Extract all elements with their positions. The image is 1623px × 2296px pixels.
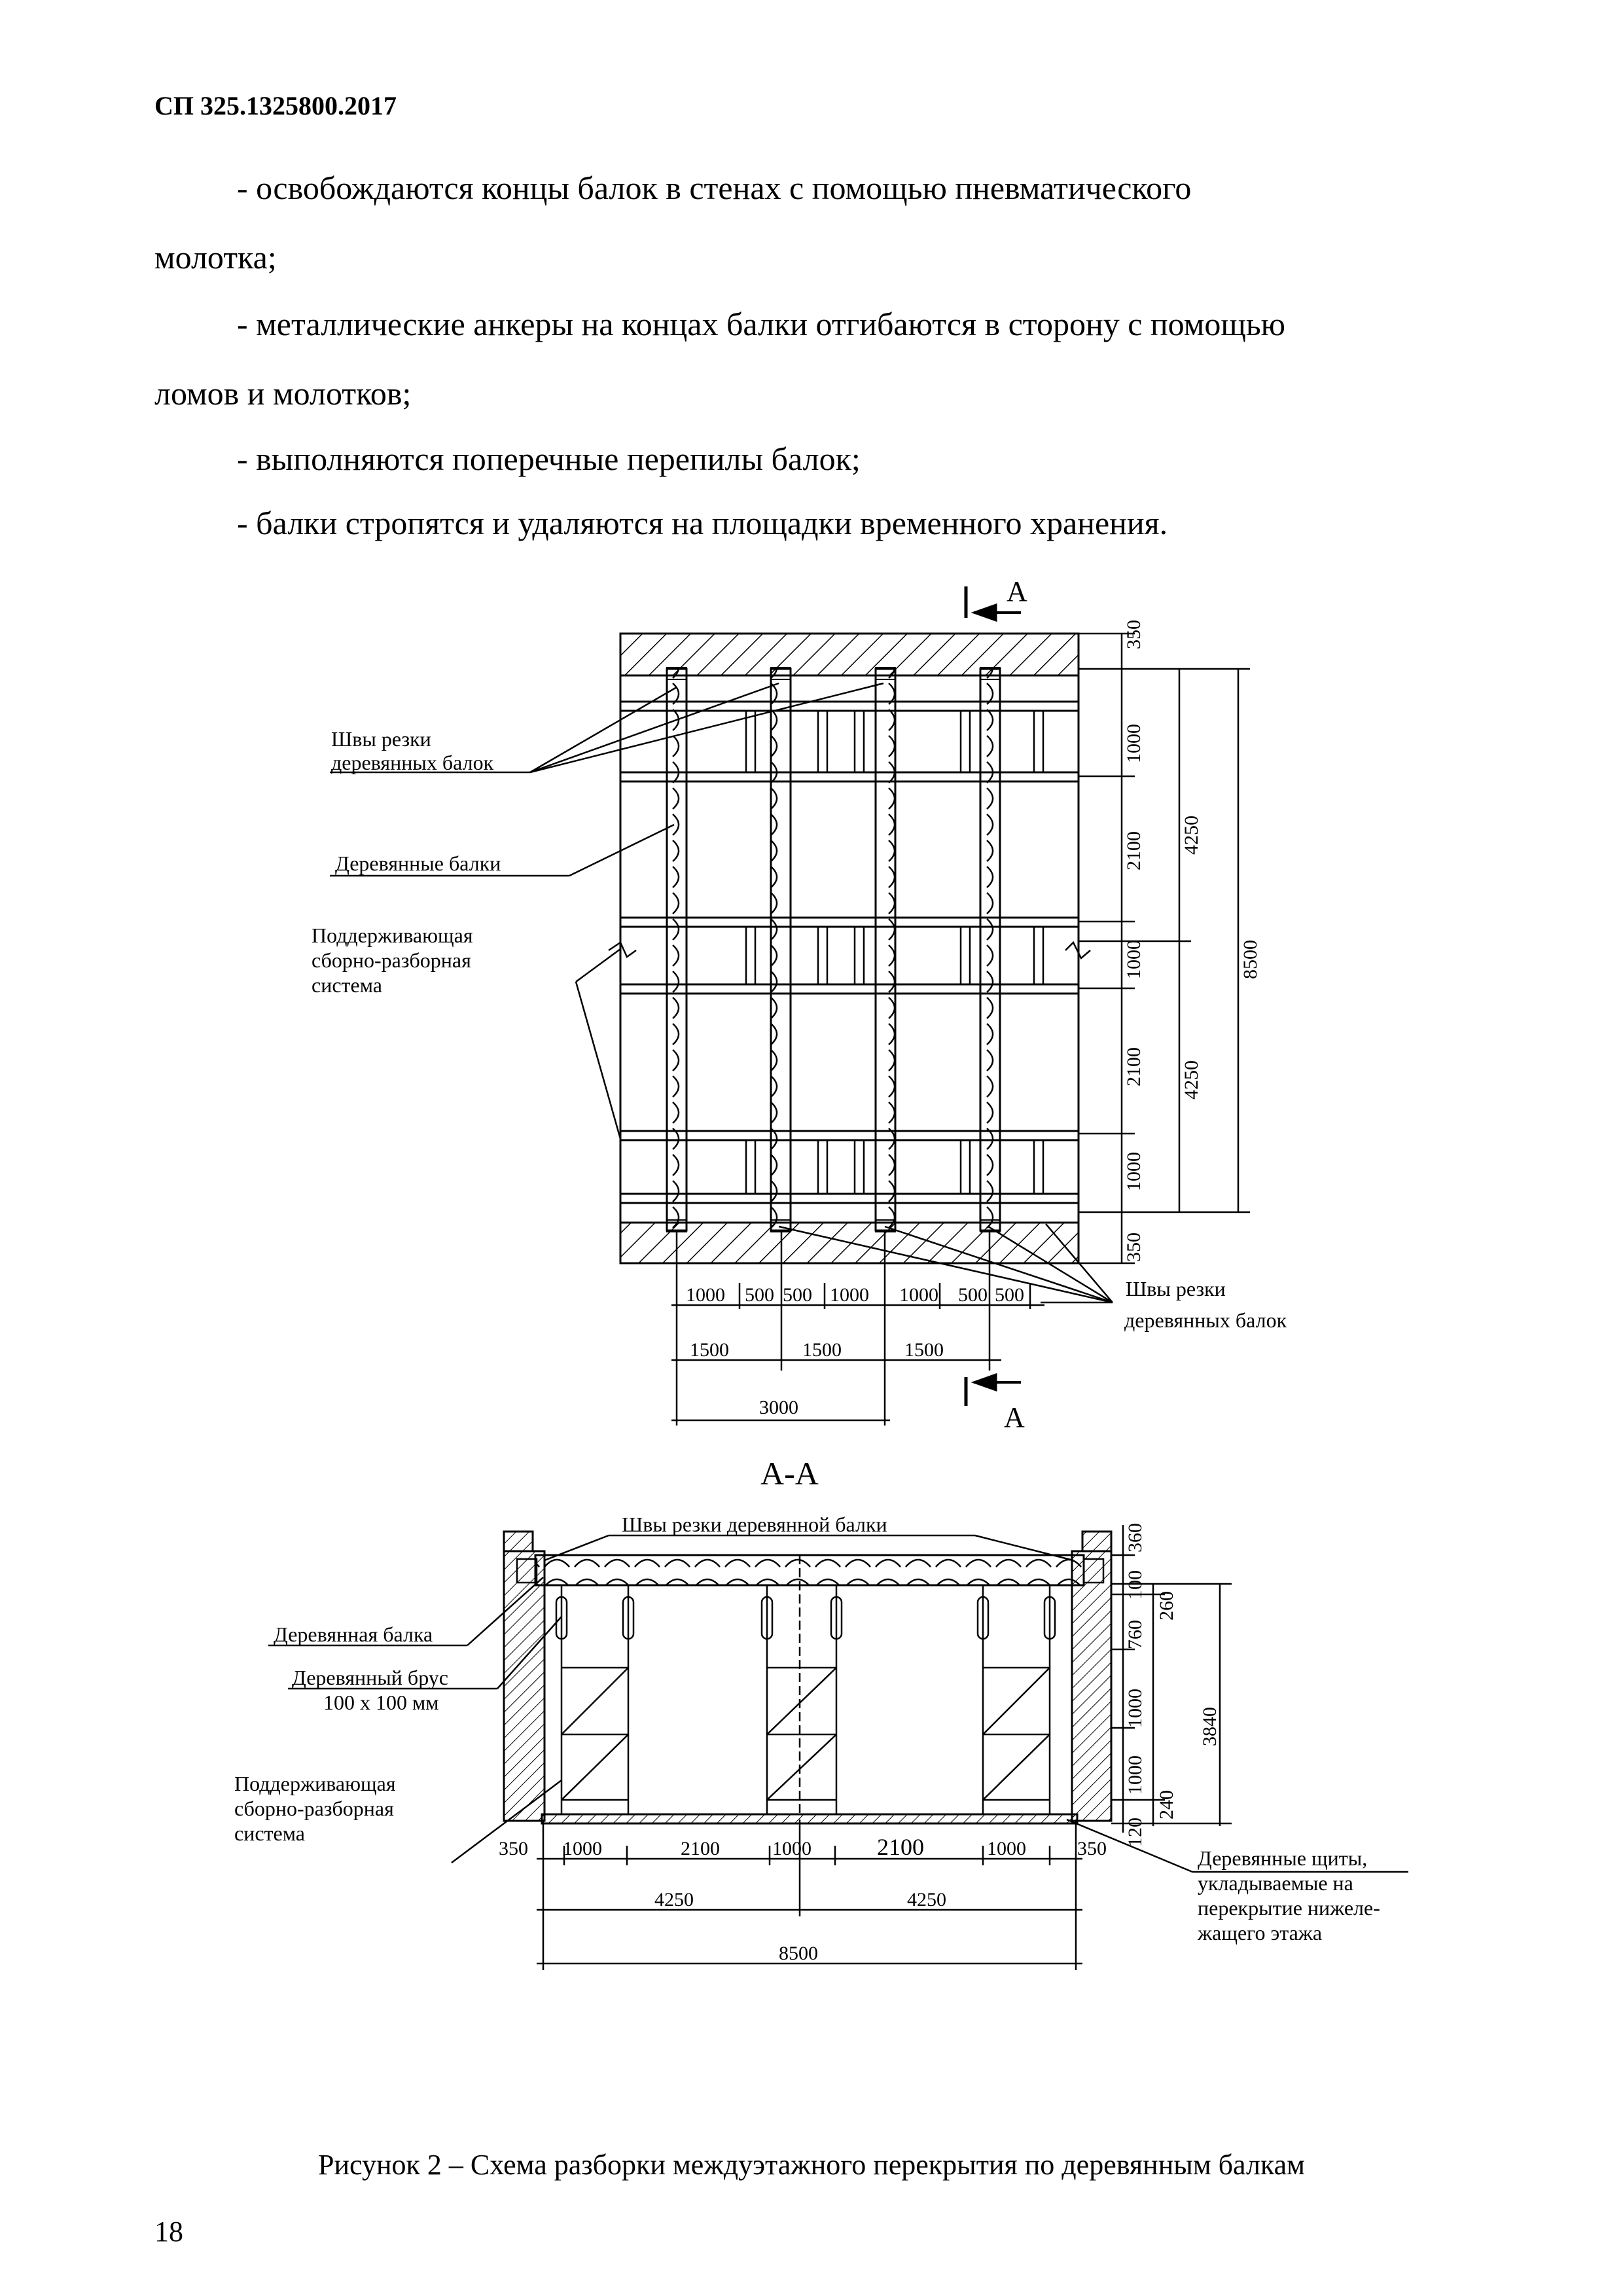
plan-top-wall xyxy=(619,632,1080,677)
dim-section-1000-a: 1000 xyxy=(1124,1689,1146,1728)
dim-section-360: 360 xyxy=(1124,1523,1146,1552)
dim-section-760: 760 xyxy=(1124,1620,1146,1649)
dim-plan-350-bottom: 350 xyxy=(1123,1232,1145,1262)
document-code: СП 325.1325800.2017 xyxy=(154,91,397,120)
dim-section-bottom-4250-right: 4250 xyxy=(907,1889,946,1910)
dim-plan-bottom-500-c: 500 xyxy=(958,1284,988,1306)
plan-view xyxy=(330,586,1250,1426)
dim-plan-350-top: 350 xyxy=(1123,620,1145,649)
label-cut-seams-bottom-2: деревянных балок xyxy=(1124,1308,1287,1332)
label-wooden-bar-1: Деревянный брус xyxy=(292,1666,448,1689)
support-rails xyxy=(620,700,1079,1204)
plan-right-dims xyxy=(1079,632,1250,1265)
label-support-system-2: сборно-разборная xyxy=(312,948,471,972)
section-wooden-beam xyxy=(534,1554,1085,1587)
dim-plan-bottom-500-a: 500 xyxy=(745,1284,774,1306)
section-leaders xyxy=(268,1534,1408,1873)
section-left-wall xyxy=(503,1550,546,1822)
plan-texts: А А Швы резки деревянных балок Деревянны… xyxy=(312,575,1287,1433)
dim-plan-bottom-1000-b: 1000 xyxy=(830,1284,869,1306)
dim-plan-1000-a: 1000 xyxy=(1123,724,1145,763)
section-texts: Швы резки деревянной балки Деревянная ба… xyxy=(234,1513,1380,1964)
label-support-system-3: система xyxy=(312,973,382,997)
dim-plan-4250-a: 4250 xyxy=(1181,816,1202,855)
label-section-support-2: сборно-разборная xyxy=(234,1797,394,1820)
label-wooden-beam: Деревянная балка xyxy=(274,1623,433,1646)
dim-section-bottom-350-right: 350 xyxy=(1077,1838,1107,1859)
dim-plan-2100-b: 2100 xyxy=(1123,1047,1145,1086)
paragraph-1-line-1: - освобождаются концы балок в стенах с п… xyxy=(237,171,1467,204)
dim-section-bottom-4250-left: 4250 xyxy=(654,1889,694,1910)
dim-plan-bottom-500-b: 500 xyxy=(783,1284,812,1306)
label-cut-seams-top-1: Швы резки xyxy=(331,727,431,751)
dim-plan-bottom-3000: 3000 xyxy=(759,1397,798,1418)
support-posts xyxy=(745,709,1044,1195)
section-bottom-dims xyxy=(537,1820,1082,1970)
dim-plan-bottom-1500-b: 1500 xyxy=(802,1339,842,1361)
dim-section-240: 240 xyxy=(1156,1790,1177,1820)
label-cut-seams-beam: Швы резки деревянной балки xyxy=(622,1513,887,1536)
dim-plan-8500: 8500 xyxy=(1240,940,1261,979)
dim-section-bottom-2100-left: 2100 xyxy=(681,1838,720,1859)
dim-plan-bottom-1000-a: 1000 xyxy=(686,1284,725,1306)
section-title: А-А xyxy=(760,1455,819,1492)
paragraph-2-line-1: - металлические анкеры на концах балки о… xyxy=(237,306,1286,342)
section-mark-bottom: А xyxy=(1004,1401,1025,1433)
paragraph-3: - выполняются поперечные перепилы балок; xyxy=(237,440,861,477)
section-floor-panels xyxy=(541,1813,1079,1825)
wooden-beams xyxy=(666,667,1001,1232)
label-wooden-bar-2: 100 х 100 мм xyxy=(323,1691,439,1714)
page-number: 18 xyxy=(154,2215,183,2248)
dim-plan-bottom-500-d: 500 xyxy=(995,1284,1024,1306)
paragraph-1-line-2: молотка; xyxy=(154,239,277,276)
section-right-dims xyxy=(1111,1525,1232,1833)
dim-section-100: 100 xyxy=(1124,1570,1146,1600)
dim-plan-bottom-1000-c: 1000 xyxy=(899,1284,938,1306)
label-wooden-beams: Деревянные балки xyxy=(335,852,501,875)
dim-plan-2100-a: 2100 xyxy=(1123,831,1145,870)
dim-section-1000-b: 1000 xyxy=(1124,1755,1146,1795)
paragraph-1-text: - освобождаются концы балок в стенах с п… xyxy=(237,170,1192,206)
section-right-wall xyxy=(1071,1550,1113,1822)
plan-leaders xyxy=(330,682,1113,1304)
plan-bottom-dims xyxy=(671,1230,1044,1426)
dim-section-260: 260 xyxy=(1156,1591,1177,1621)
figure-caption: Рисунок 2 – Схема разборки междуэтажного… xyxy=(317,2149,1306,2181)
dim-section-bottom-1000-mid: 1000 xyxy=(772,1838,812,1859)
label-floor-panels-4: жащего этажа xyxy=(1197,1921,1322,1945)
label-cut-seams-top-2: деревянных балок xyxy=(331,751,494,774)
label-floor-panels-3: перекрытие нижеле- xyxy=(1198,1896,1380,1920)
dim-section-3840: 3840 xyxy=(1199,1707,1221,1746)
dim-plan-1000-b: 1000 xyxy=(1123,940,1145,979)
label-floor-panels-1: Деревянные щиты, xyxy=(1198,1846,1367,1870)
label-support-system-1: Поддерживающая xyxy=(312,924,473,947)
section-view xyxy=(268,1525,1408,1970)
dim-section-bottom-350-left: 350 xyxy=(499,1838,528,1859)
paragraph-2-line-2: ломов и молотков; xyxy=(154,375,412,412)
section-support-racks xyxy=(555,1555,1056,1814)
dim-plan-4250-b: 4250 xyxy=(1181,1060,1202,1100)
dim-section-bottom-1000-right: 1000 xyxy=(987,1838,1026,1859)
label-floor-panels-2: укладываемые на xyxy=(1198,1871,1353,1895)
dim-section-120: 120 xyxy=(1124,1818,1146,1847)
dim-section-bottom-2100-right: 2100 xyxy=(877,1834,924,1860)
section-mark-top: А xyxy=(1007,575,1027,607)
dim-section-bottom-1000-left: 1000 xyxy=(563,1838,602,1859)
dim-plan-1000-c: 1000 xyxy=(1123,1152,1145,1191)
label-cut-seams-bottom-1: Швы резки xyxy=(1126,1277,1226,1300)
dim-section-bottom-8500: 8500 xyxy=(779,1943,818,1964)
paragraph-4: - балки стропятся и удаляются на площадк… xyxy=(237,505,1168,541)
label-section-support-3: система xyxy=(234,1821,305,1845)
label-section-support-1: Поддерживающая xyxy=(234,1772,396,1795)
dim-plan-bottom-1500-c: 1500 xyxy=(904,1339,944,1361)
dim-plan-bottom-1500-a: 1500 xyxy=(690,1339,729,1361)
